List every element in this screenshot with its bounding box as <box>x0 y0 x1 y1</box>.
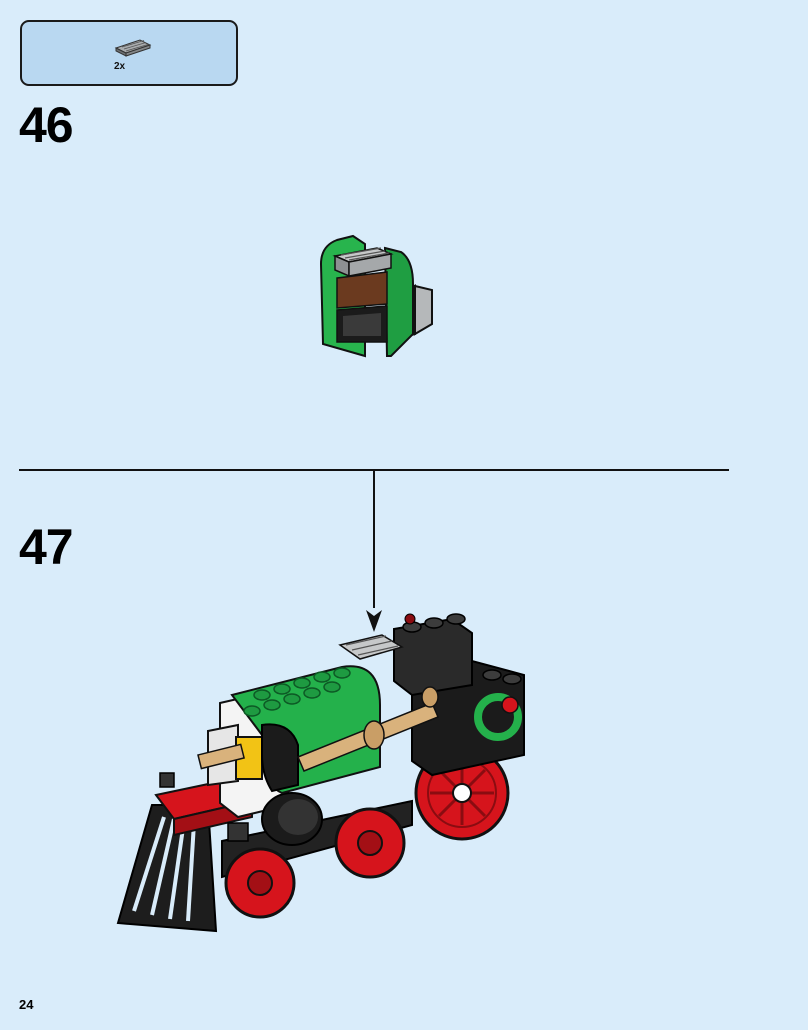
arrow-down-icon <box>366 610 382 632</box>
parts-callout-box: 2x <box>20 20 238 86</box>
callout-line <box>373 470 375 608</box>
grille-tile-icon <box>114 39 152 57</box>
step-number-46: 46 <box>19 97 74 153</box>
page-number: 24 <box>19 997 34 1012</box>
step-46-submodel-illustration <box>319 234 433 358</box>
step-47-train-illustration <box>116 613 525 933</box>
step-number-47: 47 <box>19 519 74 575</box>
part-quantity: 2x <box>114 61 126 72</box>
